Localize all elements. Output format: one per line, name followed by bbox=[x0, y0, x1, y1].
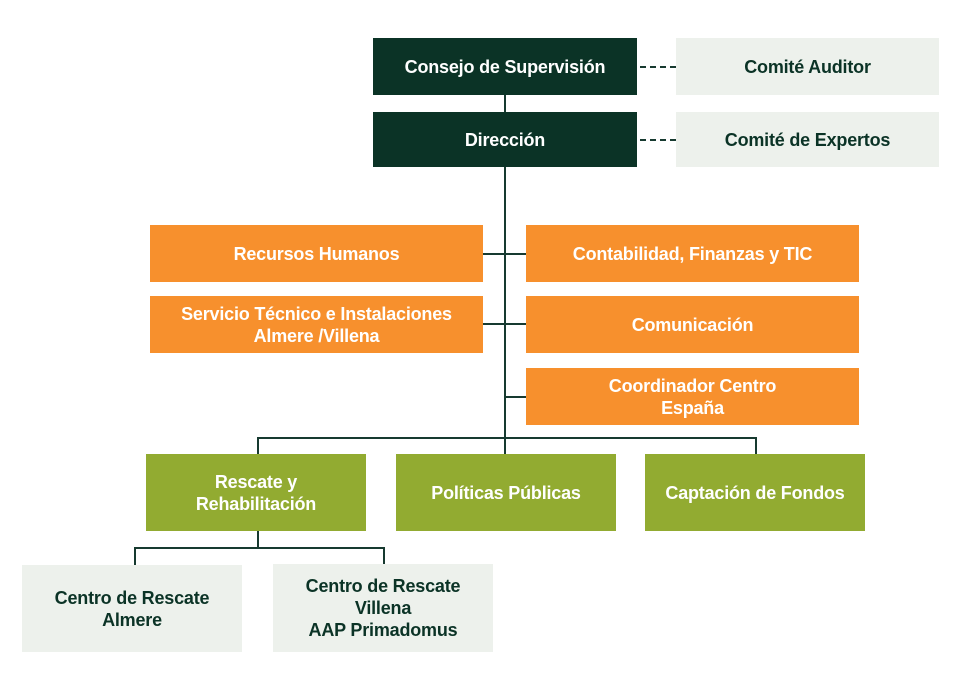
connector-almere-drop bbox=[134, 547, 136, 565]
connector-rescue-centers-trunk bbox=[257, 531, 259, 548]
communication-box: Comunicación bbox=[526, 296, 859, 353]
connector-fundraising-drop bbox=[755, 437, 757, 454]
public-policy-box: Políticas Públicas bbox=[396, 454, 616, 531]
villena-center-box: Centro de Rescate Villena AAP Primadomus bbox=[273, 564, 493, 652]
coordinator-box: Coordinador Centro España bbox=[526, 368, 859, 425]
fundraising-box: Captación de Fondos bbox=[645, 454, 865, 531]
dashed-connector-experts bbox=[640, 139, 676, 141]
technical-service-box: Servicio Técnico e Instalaciones Almere … bbox=[150, 296, 483, 353]
connector-areas-horizontal bbox=[257, 437, 757, 439]
experts-committee-box: Comité de Expertos bbox=[676, 112, 939, 167]
audit-committee-box: Comité Auditor bbox=[676, 38, 939, 95]
connector-rescue-drop bbox=[257, 437, 259, 454]
board-box: Consejo de Supervisión bbox=[373, 38, 637, 95]
connector-centers-horizontal bbox=[134, 547, 385, 549]
connector-main-trunk bbox=[504, 167, 506, 454]
human-resources-box: Recursos Humanos bbox=[150, 225, 483, 282]
direction-box: Dirección bbox=[373, 112, 637, 167]
accounting-box: Contabilidad, Finanzas y TIC bbox=[526, 225, 859, 282]
rescue-box: Rescate y Rehabilitación bbox=[146, 454, 366, 531]
almere-center-box: Centro de Rescate Almere bbox=[22, 565, 242, 652]
connector-villena-drop bbox=[383, 547, 385, 564]
connector-row3 bbox=[505, 396, 526, 398]
connector-row2 bbox=[483, 323, 526, 325]
dashed-connector-audit bbox=[640, 66, 676, 68]
connector-row1 bbox=[483, 253, 526, 255]
connector-board-direction bbox=[504, 95, 506, 112]
